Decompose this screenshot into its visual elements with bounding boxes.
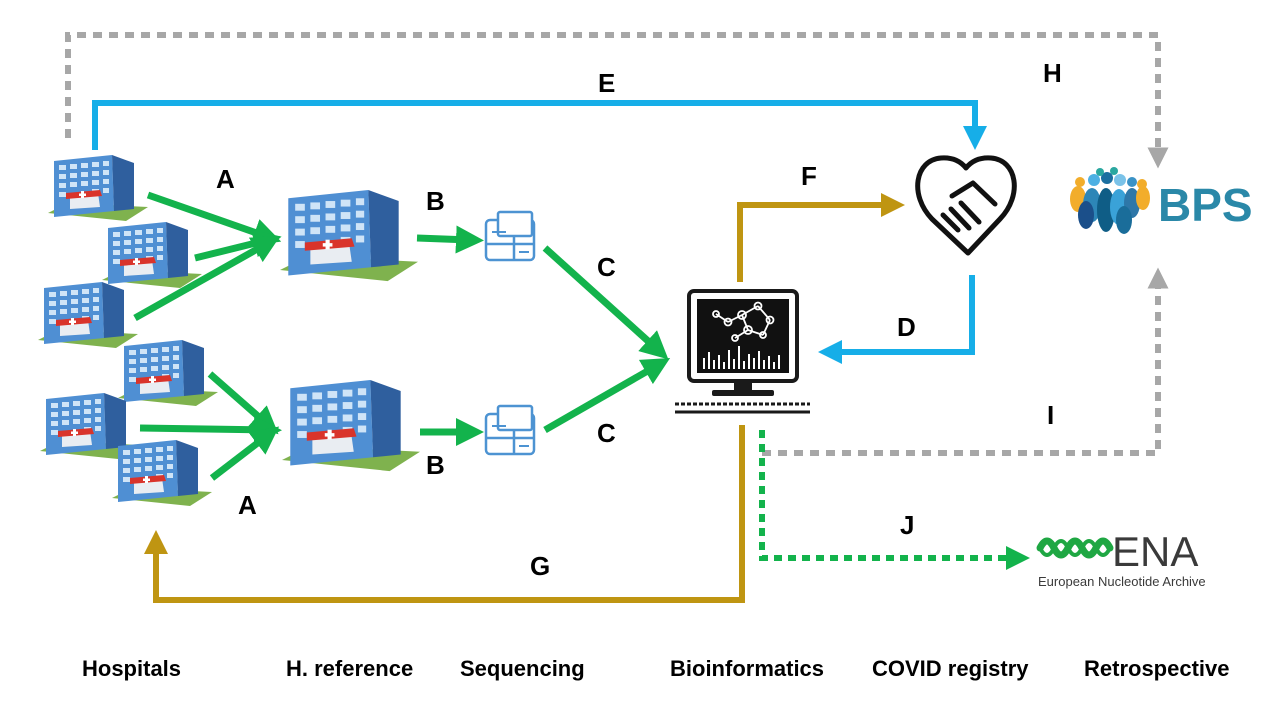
- sequencer-icon: [484, 404, 536, 456]
- column-label-covid-registry: COVID registry: [872, 656, 1029, 681]
- reference-hospital-icon: [282, 380, 420, 472]
- bps-logo-text: BPS: [1158, 179, 1253, 231]
- label-C-top: C: [597, 252, 616, 282]
- column-label-reference: H. reference: [286, 656, 414, 681]
- arrow-A-4: [207, 371, 279, 435]
- arrow-C-1: [542, 245, 669, 360]
- column-label-hospitals: Hospitals: [82, 656, 182, 681]
- arrow-C-2: [543, 358, 671, 434]
- hospital-icon: [118, 340, 218, 406]
- arrow-F: [737, 193, 905, 282]
- arrow-B-1: [416, 225, 484, 254]
- ena-wave-icon: [1038, 539, 1112, 557]
- arrow-A-1: [146, 191, 282, 246]
- arrow-E: [92, 100, 987, 150]
- label-B-top: B: [426, 186, 445, 216]
- arrow-G: [144, 425, 745, 603]
- label-A-bottom: A: [238, 490, 257, 520]
- ena-logo-text: ENA: [1112, 528, 1198, 575]
- label-J: J: [900, 510, 914, 540]
- sequencer-icon: [484, 210, 536, 262]
- connector-H: [65, 32, 1169, 169]
- ena-subtitle: European Nucleotide Archive: [1038, 574, 1206, 589]
- reference-hospital-icon: [280, 190, 418, 282]
- arrow-A-6: [209, 426, 280, 481]
- column-label-retrospective: Retrospective: [1084, 656, 1230, 681]
- arrow-A-5: [139, 415, 282, 444]
- handshake-heart-icon: [915, 155, 1017, 256]
- arrow-A-3: [133, 236, 281, 322]
- label-I: I: [1047, 400, 1054, 430]
- label-C-bottom: C: [597, 418, 616, 448]
- bioinformatics-computer-icon: [675, 289, 810, 414]
- label-B-bottom: B: [426, 450, 445, 480]
- hospital-icon: [112, 440, 212, 506]
- hospital-icon: [38, 282, 138, 348]
- connector-I: [762, 267, 1169, 456]
- label-D: D: [897, 312, 916, 342]
- column-label-sequencing: Sequencing: [460, 656, 585, 681]
- hospital-icon: [102, 222, 202, 288]
- bps-people-logo: [1070, 167, 1150, 234]
- arrow-J: [759, 430, 1030, 570]
- label-E: E: [598, 68, 615, 98]
- label-A-top: A: [216, 164, 235, 194]
- label-H: H: [1043, 58, 1062, 88]
- label-F: F: [801, 161, 817, 191]
- column-label-bioinformatics: Bioinformatics: [670, 656, 825, 681]
- arrow-D: [818, 275, 975, 364]
- label-G: G: [530, 551, 550, 581]
- hospital-icon: [48, 155, 148, 221]
